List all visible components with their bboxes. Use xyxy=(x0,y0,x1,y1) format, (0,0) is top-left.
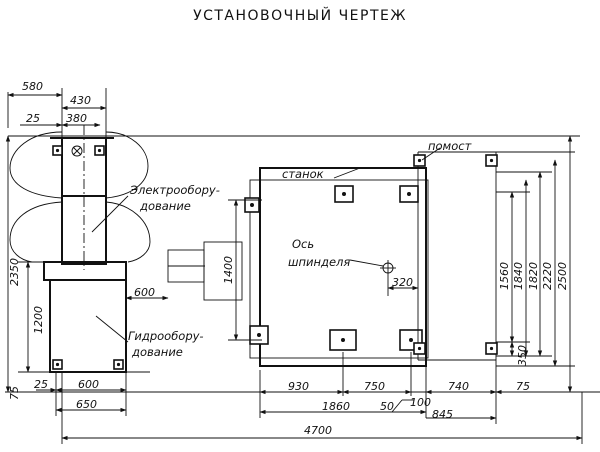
electro-label-line2: дование xyxy=(139,199,191,213)
dimension-values: 580 430 25 380 2350 1200 75 25 600 650 6… xyxy=(8,80,569,437)
dim-430: 430 xyxy=(70,94,91,107)
machine-pad-4 xyxy=(249,325,269,345)
machine-pad-5 xyxy=(329,329,357,351)
platform xyxy=(413,151,498,361)
dim-75-right: 75 xyxy=(516,380,530,393)
dim-25-top: 25 xyxy=(26,112,40,125)
hydro-label-line2: дование xyxy=(131,345,183,359)
machine-pad-1 xyxy=(244,197,260,213)
pad-bottom-left xyxy=(52,359,63,370)
spindle-label-line2: шпинделя xyxy=(288,255,350,269)
electro-label-line1: Электрообору- xyxy=(129,183,220,197)
dim-580: 580 xyxy=(22,80,43,93)
dim-1400: 1400 xyxy=(222,256,235,284)
dim-1560: 1560 xyxy=(498,262,511,290)
dim-2350: 2350 xyxy=(8,258,21,286)
dim-1860: 1860 xyxy=(322,400,350,413)
dim-4700: 4700 xyxy=(304,424,332,437)
dim-320: 320 xyxy=(392,276,413,289)
pad-bottom-right xyxy=(113,359,124,370)
hydro-label-line1: Гидрообору- xyxy=(128,329,204,343)
dim-650: 650 xyxy=(76,398,97,411)
dim-100: 100 xyxy=(410,396,431,409)
dim-75-left: 75 xyxy=(8,386,21,400)
drawing-title: УСТАНОВОЧНЫЙ ЧЕРТЕЖ xyxy=(193,6,407,24)
dim-1820: 1820 xyxy=(527,262,540,290)
dim-845: 845 xyxy=(432,408,453,421)
left-unit xyxy=(9,125,243,373)
dim-2220: 2220 xyxy=(541,262,554,290)
dim-600-mid: 600 xyxy=(134,286,155,299)
dim-750: 750 xyxy=(364,380,385,393)
pad-top-left xyxy=(52,145,63,156)
dim-1200: 1200 xyxy=(32,306,45,334)
dimension-lines xyxy=(5,88,600,444)
dim-350: 350 xyxy=(516,345,529,366)
dim-50: 50 xyxy=(380,400,394,413)
dim-740: 740 xyxy=(448,380,469,393)
anchor-symbol xyxy=(71,145,83,157)
dim-25-bottom: 25 xyxy=(34,378,48,391)
dim-380: 380 xyxy=(66,112,87,125)
platform-label: помост xyxy=(428,139,472,153)
pad-top-right xyxy=(94,145,105,156)
machine-pad-3 xyxy=(399,185,419,203)
dim-1840: 1840 xyxy=(512,262,525,290)
machine-pad-2 xyxy=(334,185,354,203)
spindle-label-line1: Ось xyxy=(292,237,314,251)
machine-label: станок xyxy=(282,167,324,181)
dim-2500: 2500 xyxy=(556,262,569,290)
labels: помост станок Электрообору- дование Гидр… xyxy=(128,139,472,359)
dim-600-bottom: 600 xyxy=(78,378,99,391)
dim-930: 930 xyxy=(288,380,309,393)
